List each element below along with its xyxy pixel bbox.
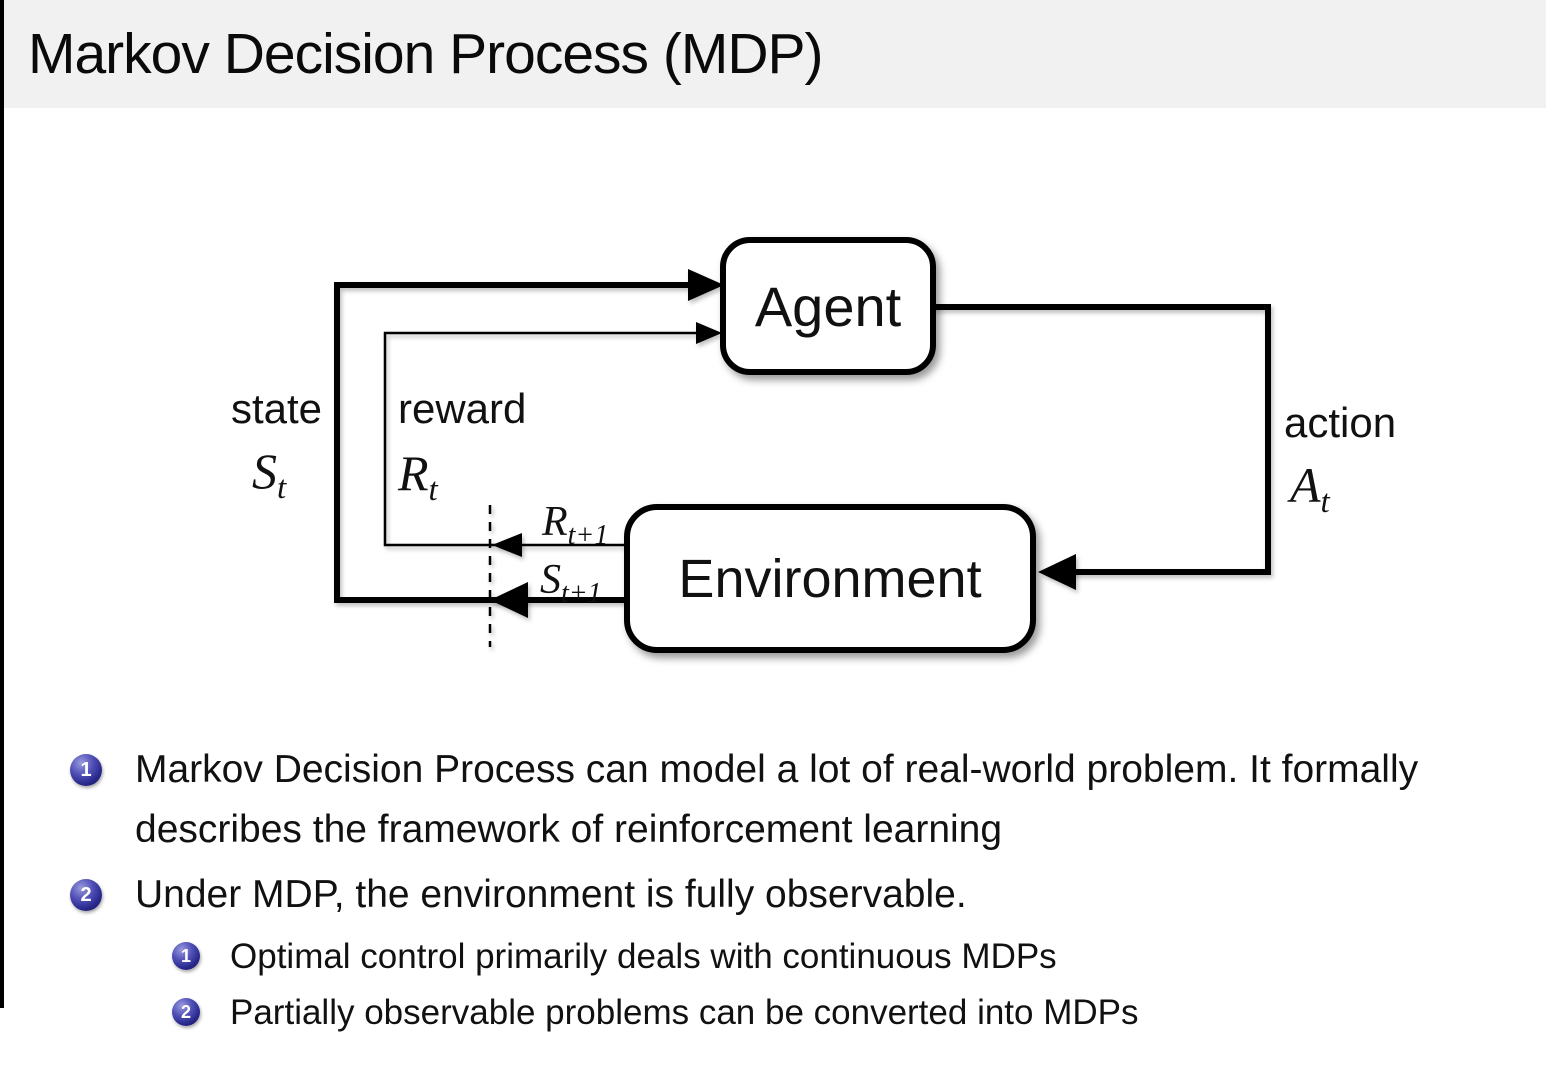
bullet-text: Under MDP, the environment is fully obse… — [135, 873, 967, 916]
bullet-text: Partially observable problems can be con… — [230, 993, 1139, 1032]
next-state-symbol: St+1 — [540, 557, 602, 609]
next-reward-symbol: Rt+1 — [541, 499, 608, 551]
page-left-border — [0, 0, 4, 1008]
enumerate-ball-icon: 2 — [70, 879, 102, 911]
sub-list-item: 1 Optimal control primarily deals with c… — [172, 930, 1546, 984]
list-item: 1 Markov Decision Process can model a lo… — [70, 740, 1546, 860]
enumerate-ball-icon: 1 — [172, 942, 200, 970]
state-label: state — [231, 385, 322, 432]
reward-label: reward — [398, 385, 526, 432]
state-symbol: St — [252, 443, 287, 506]
next-reward-arrowhead — [492, 533, 522, 557]
enumerate-ball-icon: 1 — [70, 754, 102, 786]
enumerate-ball-icon: 2 — [172, 998, 200, 1026]
mdp-agent-environment-diagram: Agent Environment state St reward Rt Rt+… — [231, 237, 1396, 653]
action-label: action — [1284, 399, 1396, 446]
list-item: 2 Under MDP, the environment is fully ob… — [70, 865, 1546, 925]
state-loop-line — [334, 282, 688, 603]
bullet-list: 1 Markov Decision Process can model a lo… — [0, 740, 1546, 1042]
next-state-arrowhead — [490, 582, 528, 618]
action-symbol: At — [1287, 457, 1331, 520]
bullet-text: Optimal control primarily deals with con… — [230, 937, 1057, 976]
action-loop-line — [933, 304, 1271, 575]
page-title: Markov Decision Process (MDP) — [28, 22, 823, 86]
agent-label: Agent — [755, 275, 902, 338]
title-bar: Markov Decision Process (MDP) — [0, 0, 1546, 108]
state-into-agent-arrowhead — [688, 269, 724, 301]
reward-into-agent-arrowhead — [696, 322, 722, 344]
reward-symbol: Rt — [397, 445, 439, 508]
action-into-environment-arrowhead — [1038, 554, 1076, 590]
environment-box — [624, 504, 1036, 653]
sub-list-item: 2 Partially observable problems can be c… — [172, 986, 1546, 1040]
environment-label: Environment — [678, 549, 981, 609]
agent-box — [720, 237, 936, 375]
bullet-text: Markov Decision Process can model a lot … — [135, 748, 1419, 851]
